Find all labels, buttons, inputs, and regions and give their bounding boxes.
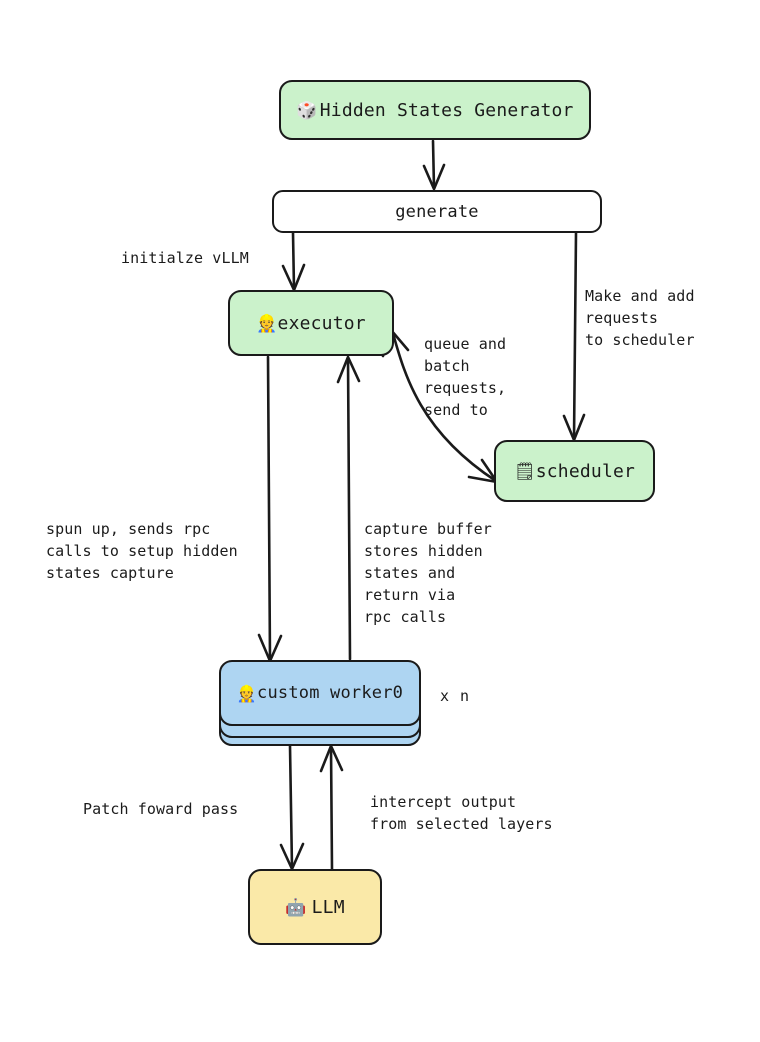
node-label-executor: executor bbox=[277, 312, 366, 334]
edge-label-intercept-output: intercept output from selected layers bbox=[370, 793, 553, 833]
edge-generator-to-generate bbox=[422, 139, 446, 191]
node-hidden-states-generator[interactable]: 🎲 Hidden States Generator bbox=[279, 80, 591, 140]
node-scheduler[interactable]: 🗒 scheduler bbox=[494, 440, 655, 502]
edge-label-initialize-vllm: initialze vLLM bbox=[121, 249, 249, 267]
edge-worker-to-llm bbox=[279, 744, 305, 871]
multiplicity-label-x-n: x n bbox=[440, 687, 471, 705]
edge-executor-to-worker bbox=[257, 355, 283, 663]
edge-llm-to-worker bbox=[319, 744, 344, 871]
edge-label-capture-buffer: capture buffer stores hidden states and … bbox=[364, 520, 492, 626]
node-label-llm: LLM bbox=[311, 896, 345, 918]
dice-icon: 🎲 bbox=[296, 100, 318, 121]
node-executor[interactable]: 👷 executor bbox=[228, 290, 394, 356]
edge-label-patch-foward-pass: Patch foward pass bbox=[83, 800, 239, 818]
edge-worker-to-executor bbox=[336, 355, 361, 661]
edge-label-spun-up-sends-rpc: spun up, sends rpc calls to setup hidden… bbox=[46, 520, 238, 582]
edge-label-queue-and-batch-requests: queue and batch requests, send to bbox=[424, 335, 507, 419]
node-generate[interactable]: generate bbox=[272, 190, 602, 233]
node-label-custom-worker0: custom worker0 bbox=[257, 683, 404, 703]
spiral-notepad-icon: 🗒 bbox=[513, 461, 536, 482]
node-custom-worker0[interactable]: 👷 custom worker0 bbox=[219, 660, 421, 726]
edge-generate-to-scheduler bbox=[562, 231, 586, 442]
edge-label-make-and-add-requests: Make and add requests to scheduler bbox=[585, 287, 695, 349]
node-label-hidden-states-generator: Hidden States Generator bbox=[319, 99, 574, 121]
worker-icon: 👷 bbox=[256, 313, 278, 334]
edge-generate-to-executor bbox=[281, 231, 306, 292]
construction-worker-icon: 👷 bbox=[236, 684, 258, 703]
node-label-scheduler: scheduler bbox=[535, 460, 636, 482]
node-label-generate: generate bbox=[395, 201, 479, 222]
node-llm[interactable]: 🤖 LLM bbox=[248, 869, 382, 945]
robot-icon: 🤖 bbox=[285, 897, 307, 918]
